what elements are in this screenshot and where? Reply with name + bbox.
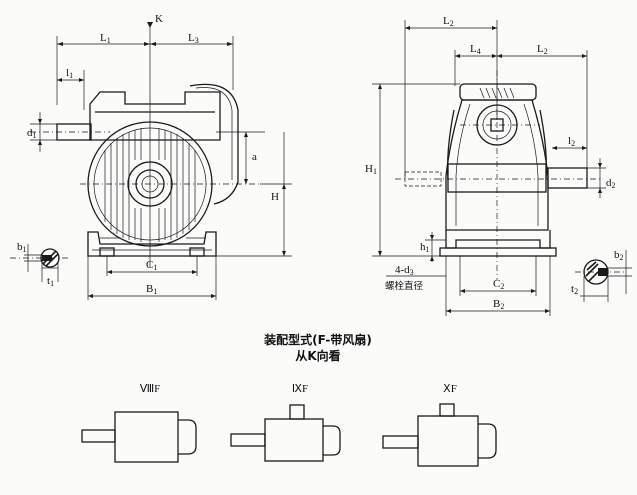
label-h1-small: h1 xyxy=(420,241,430,254)
caption-line-1: 装配型式(F-带风扇) xyxy=(263,332,372,347)
assembly-ix-f: ⅨF xyxy=(230,383,341,462)
label-l2-top: L2 xyxy=(443,15,454,28)
label-b1: B1 xyxy=(146,283,157,296)
label-l1: L1 xyxy=(100,32,111,45)
label-c2: C2 xyxy=(493,278,504,291)
assembly-label: ⅨF xyxy=(292,383,308,395)
label-l3: L3 xyxy=(188,32,199,45)
cooling-ribs xyxy=(104,128,196,242)
label-b2-key: b2 xyxy=(614,249,624,262)
fan-fins xyxy=(479,87,515,99)
assembly-label: ⅧF xyxy=(140,383,161,395)
assembly-x-f: ⅩF xyxy=(382,383,497,467)
assembly-label: ⅩF xyxy=(443,383,457,395)
label-k: K xyxy=(155,13,163,25)
label-d1: d1 xyxy=(27,127,37,140)
caption-line-2: 从K向看 xyxy=(295,348,340,363)
label-h1: H1 xyxy=(365,163,377,176)
label-h: H xyxy=(271,191,279,203)
label-d2: d2 xyxy=(606,177,616,190)
label-b2: B2 xyxy=(493,298,504,311)
label-4-d3: 4-d3 xyxy=(395,264,414,277)
label-t1: t1 xyxy=(47,275,54,288)
label-a: a xyxy=(252,151,257,163)
left-view: K L1 L3 l1 d1 xyxy=(10,13,292,300)
label-t2: t2 xyxy=(571,283,578,296)
label-l1-small: l1 xyxy=(66,67,73,80)
assembly-viii-f: ⅧF xyxy=(81,383,197,463)
label-c1: C1 xyxy=(146,259,157,272)
label-l2-small: l2 xyxy=(568,135,575,148)
label-bolt-diameter: 螺栓直径 xyxy=(385,280,424,292)
right-view: L2 L4 L2 xyxy=(365,15,632,316)
label-l2: L2 xyxy=(537,43,548,56)
label-b1-key: b1 xyxy=(17,241,27,254)
label-l4: L4 xyxy=(470,43,481,56)
